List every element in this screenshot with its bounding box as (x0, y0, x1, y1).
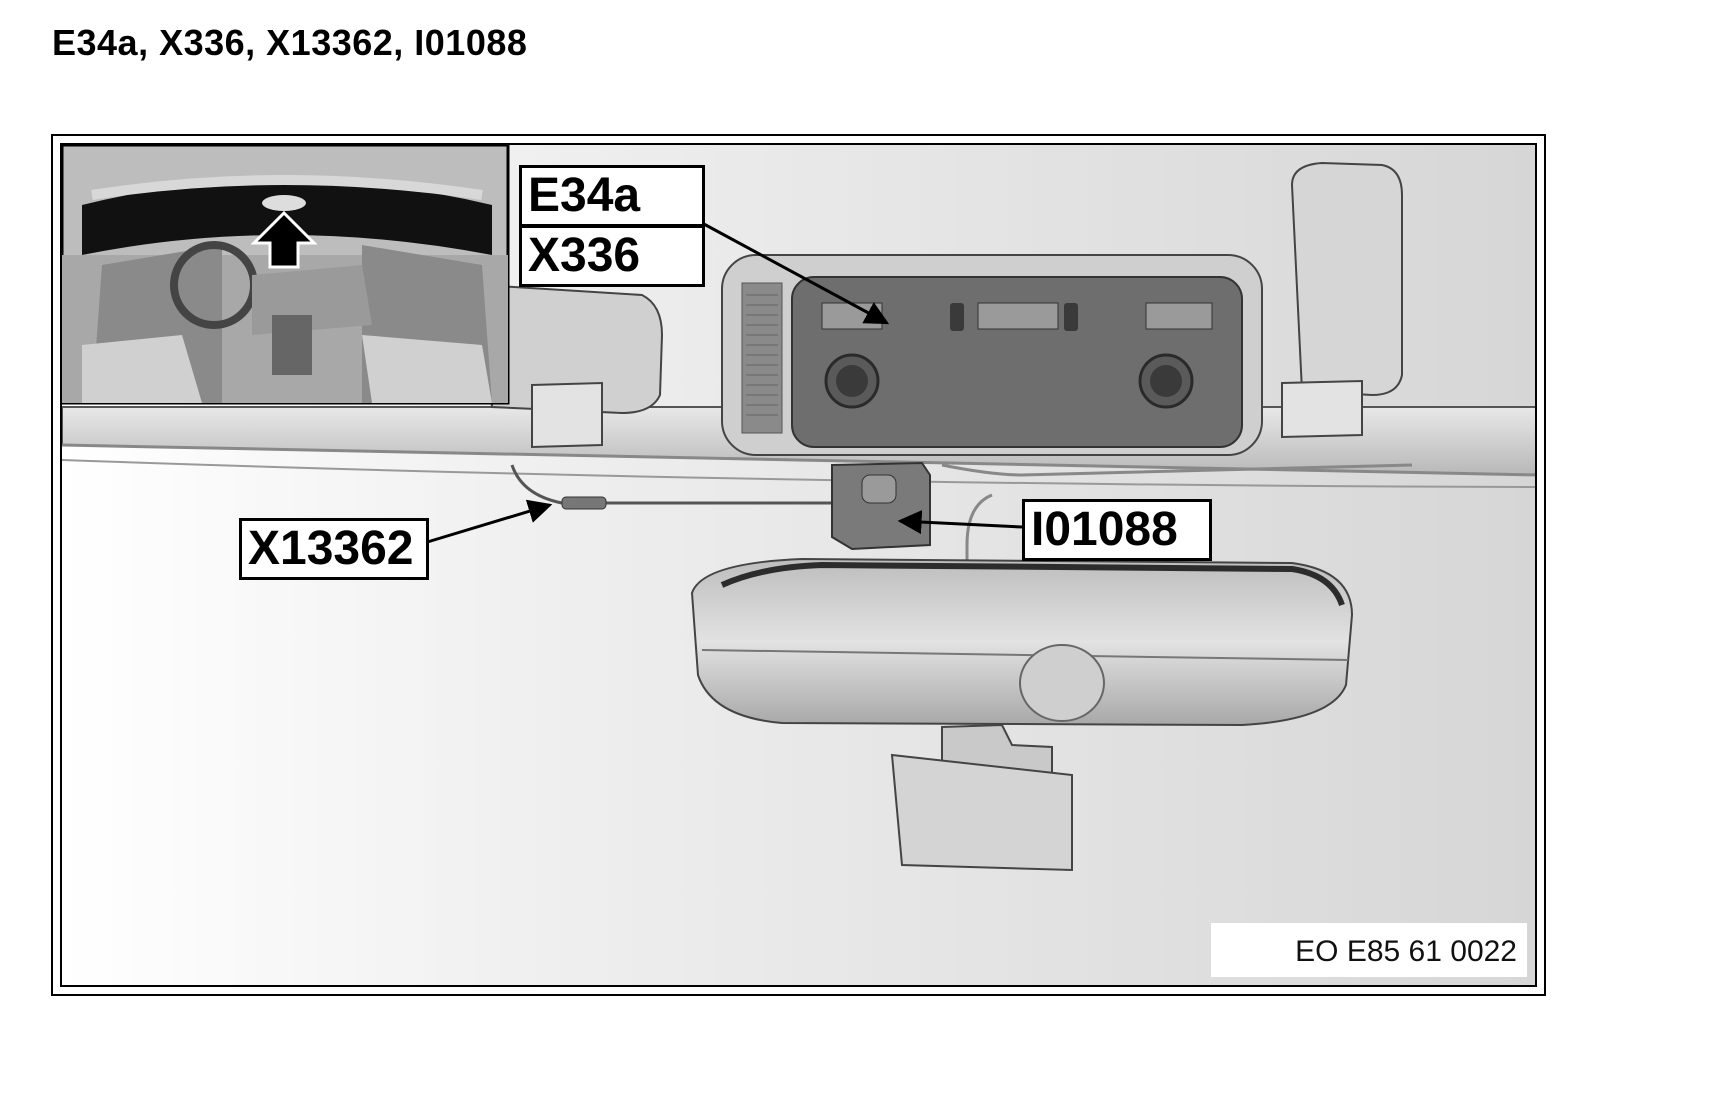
interior-illustration (62, 145, 1535, 985)
callout-e34a: E34a (519, 165, 705, 227)
callout-x13362: X13362 (239, 518, 429, 580)
right-sun-visor (1290, 161, 1403, 397)
page-title: E34a, X336, X13362, I01088 (52, 22, 528, 63)
windscreen-sensor-plate (890, 753, 1073, 872)
inset-thumbnail (62, 145, 510, 405)
figure-code: EO E85 61 0022 (1211, 923, 1527, 977)
leader-e34a (701, 221, 890, 325)
callout-i01088: I01088 (1022, 499, 1212, 561)
figure-frame: E34a X336 X13362 I01088 EO E85 61 0022 (51, 134, 1546, 996)
leader-x13362 (423, 499, 553, 545)
illustration: E34a X336 X13362 I01088 EO E85 61 0022 (60, 143, 1537, 987)
interior-light-panel (791, 276, 1243, 448)
left-sun-visor (480, 283, 664, 415)
leader-i01088 (897, 510, 1023, 535)
callout-x336: X336 (519, 225, 705, 287)
rear-view-mirror (690, 557, 1354, 727)
connector-x13362 (561, 496, 607, 510)
